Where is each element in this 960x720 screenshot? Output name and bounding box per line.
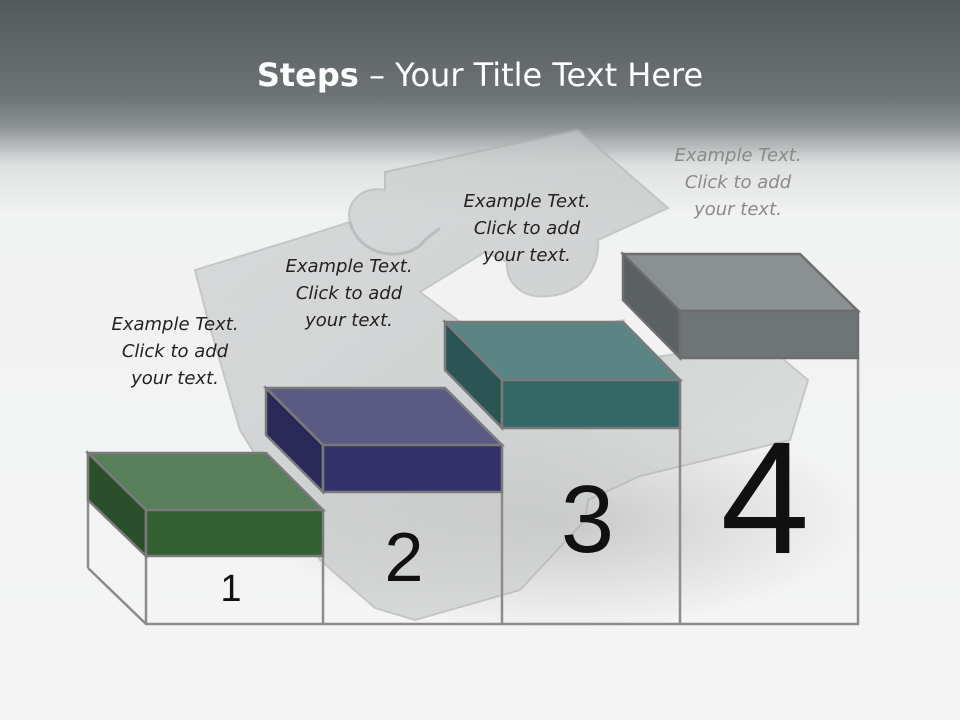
step-1-caption-line-3: your text. <box>131 368 219 389</box>
step-block-2[interactable] <box>262 384 506 496</box>
step-4-caption-line-3: your text. <box>694 199 782 220</box>
title-bold: Steps <box>256 56 359 94</box>
step-4-caption[interactable]: Example Text. Click to add your text. <box>638 142 838 223</box>
step-outlines <box>86 358 860 626</box>
step-2-caption-line-3: your text. <box>305 310 393 331</box>
step-2-caption-line-2: Click to add <box>295 283 403 304</box>
step-1-caption[interactable]: Example Text. Click to add your text. <box>75 311 275 392</box>
step-3-caption-line-3: your text. <box>483 245 571 266</box>
title-rest: – Your Title Text Here <box>358 56 704 94</box>
step-2-caption-line-1: Example Text. <box>285 256 413 277</box>
step-3-caption[interactable]: Example Text. Click to add your text. <box>427 188 627 269</box>
step-3-caption-line-1: Example Text. <box>463 191 591 212</box>
step-4-caption-line-1: Example Text. <box>674 145 802 166</box>
step-block-4[interactable] <box>619 250 862 362</box>
step-4-front <box>678 309 860 360</box>
step-2-caption[interactable]: Example Text. Click to add your text. <box>249 253 449 334</box>
step-4-caption-line-2: Click to add <box>684 172 792 193</box>
step-3-front <box>500 378 682 430</box>
step-1-caption-line-2: Click to add <box>121 341 229 362</box>
step-2-number: 2 <box>384 518 424 596</box>
step-2-front <box>321 443 504 494</box>
step-4-number: 4 <box>720 408 810 587</box>
step-1-front <box>144 508 325 558</box>
slide-title[interactable]: Steps – Your Title Text Here <box>0 50 960 100</box>
step-3-caption-line-2: Click to add <box>473 218 581 239</box>
step-1-caption-line-1: Example Text. <box>111 314 239 335</box>
step-3-number: 3 <box>560 466 615 573</box>
step-block-1[interactable] <box>84 450 327 559</box>
step-block-3[interactable] <box>442 318 683 432</box>
step-1-number: 1 <box>220 568 242 610</box>
